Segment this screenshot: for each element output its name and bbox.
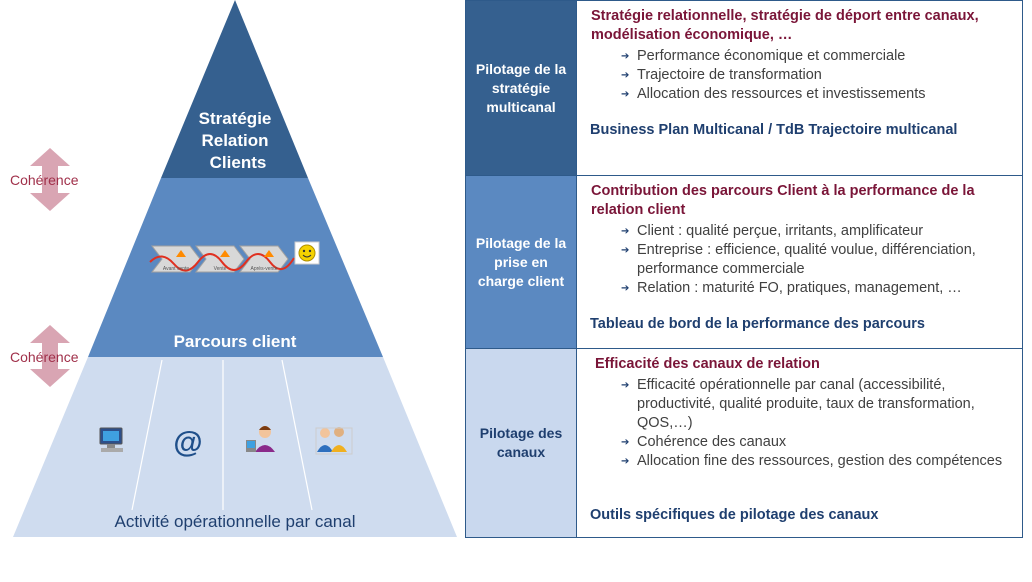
pyramid-diagram: Avant vente Vente Après-vente @ [13, 0, 457, 537]
row-title: Stratégie relationnelle, stratégie de dé… [591, 8, 979, 43]
bullet-list: Client : qualité perçue, irritants, ampl… [591, 222, 1016, 298]
row-header: Pilotage des canaux [466, 349, 576, 537]
table-row-journey: Pilotage de la prise en charge client Co… [466, 175, 1022, 348]
coherence-label: Cohérence [10, 349, 79, 365]
row-title: Efficacité des canaux de relation [595, 356, 820, 372]
coherence-label: Cohérence [10, 172, 79, 188]
customer-journey-strip: Avant vente Vente Après-vente [149, 245, 295, 273]
coherence-arrow-top [30, 148, 70, 211]
list-item: Client : qualité perçue, irritants, ampl… [621, 222, 1016, 241]
bullet-list: Performance économique et commerciale Tr… [591, 47, 1016, 104]
channel-divider [131, 359, 163, 511]
strategy-relation-clients-label: Stratégie Relation Clients [198, 109, 272, 172]
row-content: Contribution des parcours Client à la pe… [576, 176, 1022, 348]
parcours-client-label: Parcours client [173, 332, 297, 351]
journey-step-label: Vente [214, 266, 227, 272]
row-footer: Tableau de bord de la performance des pa… [590, 316, 925, 332]
list-item: Allocation des ressources et investissem… [621, 85, 1016, 104]
journey-step-label: Avant vente [163, 266, 190, 272]
table-row-channels: Pilotage des canaux Efficacité des canau… [466, 348, 1022, 537]
operational-activity-label: Activité opérationnelle par canal [114, 512, 356, 531]
bullet-list: Efficacité opérationnelle par canal (acc… [595, 376, 1016, 471]
list-item: Performance économique et commerciale [621, 47, 1016, 66]
smiley-icon [294, 241, 320, 265]
row-header: Pilotage de la stratégie multicanal [466, 1, 576, 175]
row-title: Contribution des parcours Client à la pe… [591, 183, 975, 218]
coherence-arrow-bottom [30, 325, 70, 387]
channel-divider [281, 359, 313, 511]
list-item: Cohérence des canaux [621, 433, 1016, 452]
pyramid-bottom-tier [13, 357, 457, 537]
call-center-agent-icon [246, 426, 275, 452]
row-footer: Outils spécifiques de pilotage des canau… [590, 507, 879, 523]
people-icon [315, 427, 353, 455]
computer-icon [99, 427, 123, 452]
pyramid-top-tier [161, 0, 308, 178]
list-item: Trajectoire de transformation [621, 66, 1016, 85]
list-item: Relation : maturité FO, pratiques, manag… [621, 279, 1016, 298]
row-content: Stratégie relationnelle, stratégie de dé… [576, 1, 1022, 175]
row-header: Pilotage de la prise en charge client [466, 176, 576, 348]
journey-step-label: Après-vente [251, 266, 278, 272]
list-item: Allocation fine des ressources, gestion … [621, 452, 1016, 471]
row-content: Efficacité des canaux de relation Effica… [576, 349, 1022, 537]
piloting-table: Pilotage de la stratégie multicanal Stra… [465, 0, 1023, 538]
table-row-strategy: Pilotage de la stratégie multicanal Stra… [466, 1, 1022, 175]
list-item: Efficacité opérationnelle par canal (acc… [621, 376, 1016, 433]
list-item: Entreprise : efficience, qualité voulue,… [621, 241, 1016, 279]
at-sign-icon: @ [173, 426, 202, 459]
row-footer: Business Plan Multicanal / TdB Trajectoi… [590, 122, 958, 138]
